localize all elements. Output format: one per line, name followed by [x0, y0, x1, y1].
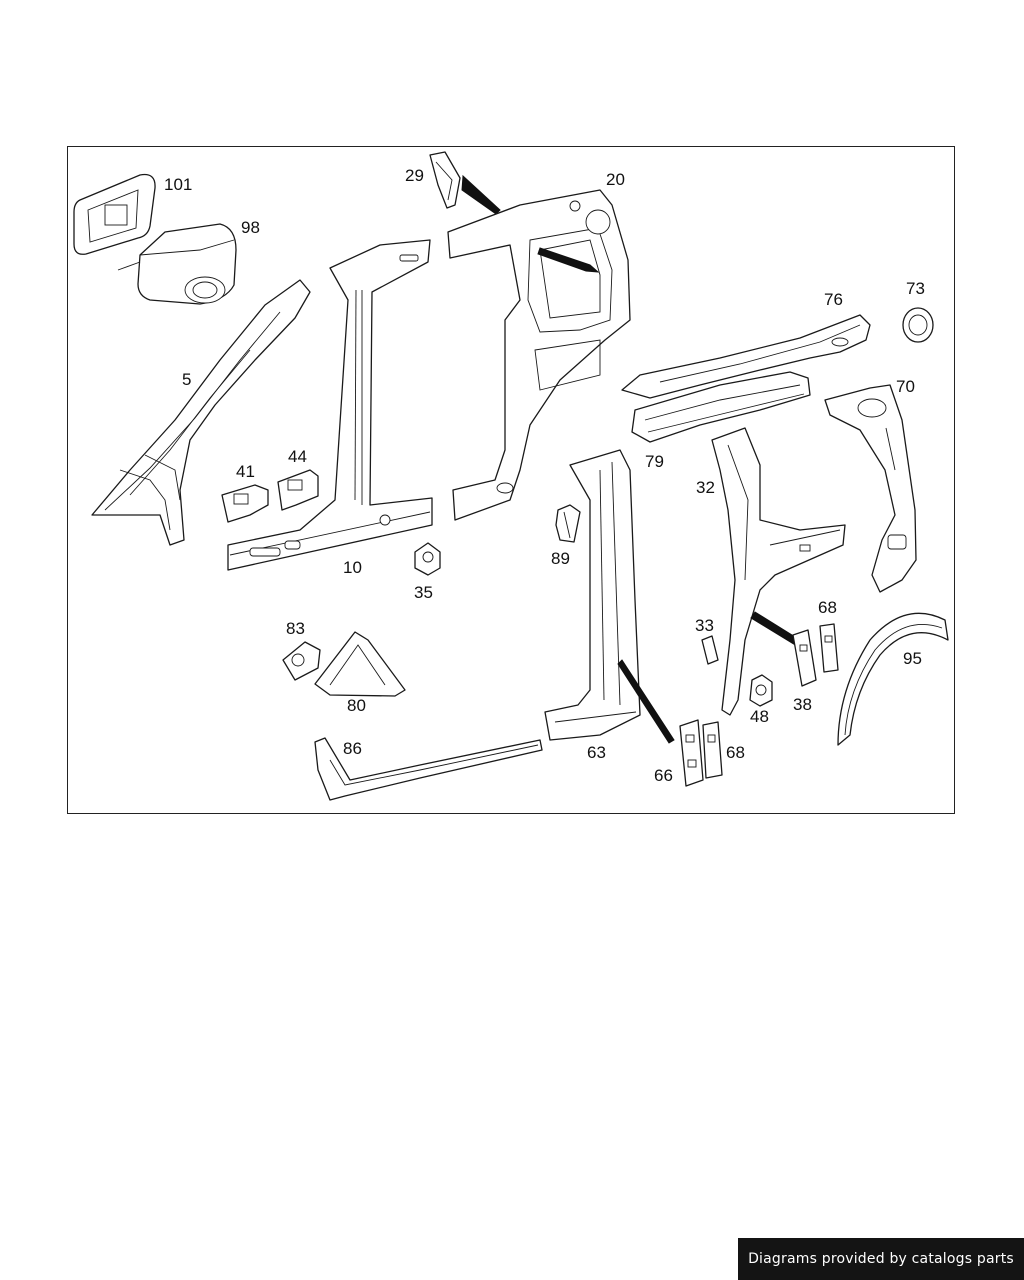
callout-68-lower[interactable]: 68 [726, 743, 745, 762]
callout-79[interactable]: 79 [645, 452, 664, 471]
callout-70[interactable]: 70 [896, 377, 915, 396]
callout-73[interactable]: 73 [906, 279, 925, 298]
callout-68-upper[interactable]: 68 [818, 598, 837, 617]
part-89-bracket[interactable] [555, 504, 581, 543]
callout-66[interactable]: 66 [654, 766, 673, 785]
part-35-grommet[interactable] [414, 542, 441, 576]
part-101-fuel-door[interactable] [73, 173, 156, 255]
callout-63[interactable]: 63 [587, 743, 606, 762]
arrow-63 [617, 659, 675, 744]
callout-44[interactable]: 44 [288, 447, 307, 466]
part-70-rear-pillar[interactable] [824, 384, 917, 593]
part-83-bracket[interactable] [282, 641, 321, 681]
part-73-grommet-ring[interactable] [902, 307, 934, 343]
callout-33[interactable]: 33 [695, 616, 714, 635]
callout-5[interactable]: 5 [182, 370, 192, 389]
part-29-gusset[interactable] [429, 151, 461, 209]
part-41-bracket[interactable] [221, 484, 269, 523]
footer-banner-text: Diagrams provided by catalogs parts [748, 1251, 1014, 1267]
footer-banner: Diagrams provided by catalogs parts [738, 1238, 1024, 1280]
callout-86[interactable]: 86 [343, 739, 362, 758]
part-98-filler-housing[interactable] [117, 223, 237, 305]
callout-29[interactable]: 29 [405, 166, 424, 185]
callout-83[interactable]: 83 [286, 619, 305, 638]
callout-32[interactable]: 32 [696, 478, 715, 497]
part-76-roof-rail[interactable] [621, 314, 871, 399]
callout-48[interactable]: 48 [750, 707, 769, 726]
part-80-gusset[interactable] [314, 631, 406, 697]
callout-41[interactable]: 41 [236, 462, 255, 481]
callout-35[interactable]: 35 [414, 583, 433, 602]
part-86-rocker[interactable] [314, 737, 543, 801]
part-48-grommet[interactable] [749, 674, 773, 707]
callout-95[interactable]: 95 [903, 649, 922, 668]
part-79-inner-rail[interactable] [631, 371, 811, 443]
callout-89[interactable]: 89 [551, 549, 570, 568]
callout-98[interactable]: 98 [241, 218, 260, 237]
arrow-29 [461, 174, 501, 215]
callout-101[interactable]: 101 [164, 175, 193, 194]
part-68-lower-plate[interactable] [702, 721, 723, 779]
arrow-32 [750, 611, 801, 647]
part-66-plate[interactable] [679, 719, 704, 787]
diagram-frame [67, 146, 955, 814]
part-63-pillar-sill[interactable] [544, 449, 641, 741]
callout-20[interactable]: 20 [606, 170, 625, 189]
part-68-upper-plate[interactable] [819, 623, 839, 673]
callout-76[interactable]: 76 [824, 290, 843, 309]
part-20-side-frame[interactable] [447, 189, 631, 521]
part-44-bracket[interactable] [277, 469, 319, 511]
part-10-b-pillar[interactable] [227, 239, 433, 571]
arrow-20 [537, 247, 600, 273]
part-5-a-pillar[interactable] [91, 279, 311, 546]
callout-10[interactable]: 10 [343, 558, 362, 577]
callout-38[interactable]: 38 [793, 695, 812, 714]
part-38-plate[interactable] [792, 629, 817, 687]
callout-80[interactable]: 80 [347, 696, 366, 715]
part-95-wheel-arch[interactable] [837, 612, 949, 746]
part-33-clip[interactable] [701, 635, 719, 665]
